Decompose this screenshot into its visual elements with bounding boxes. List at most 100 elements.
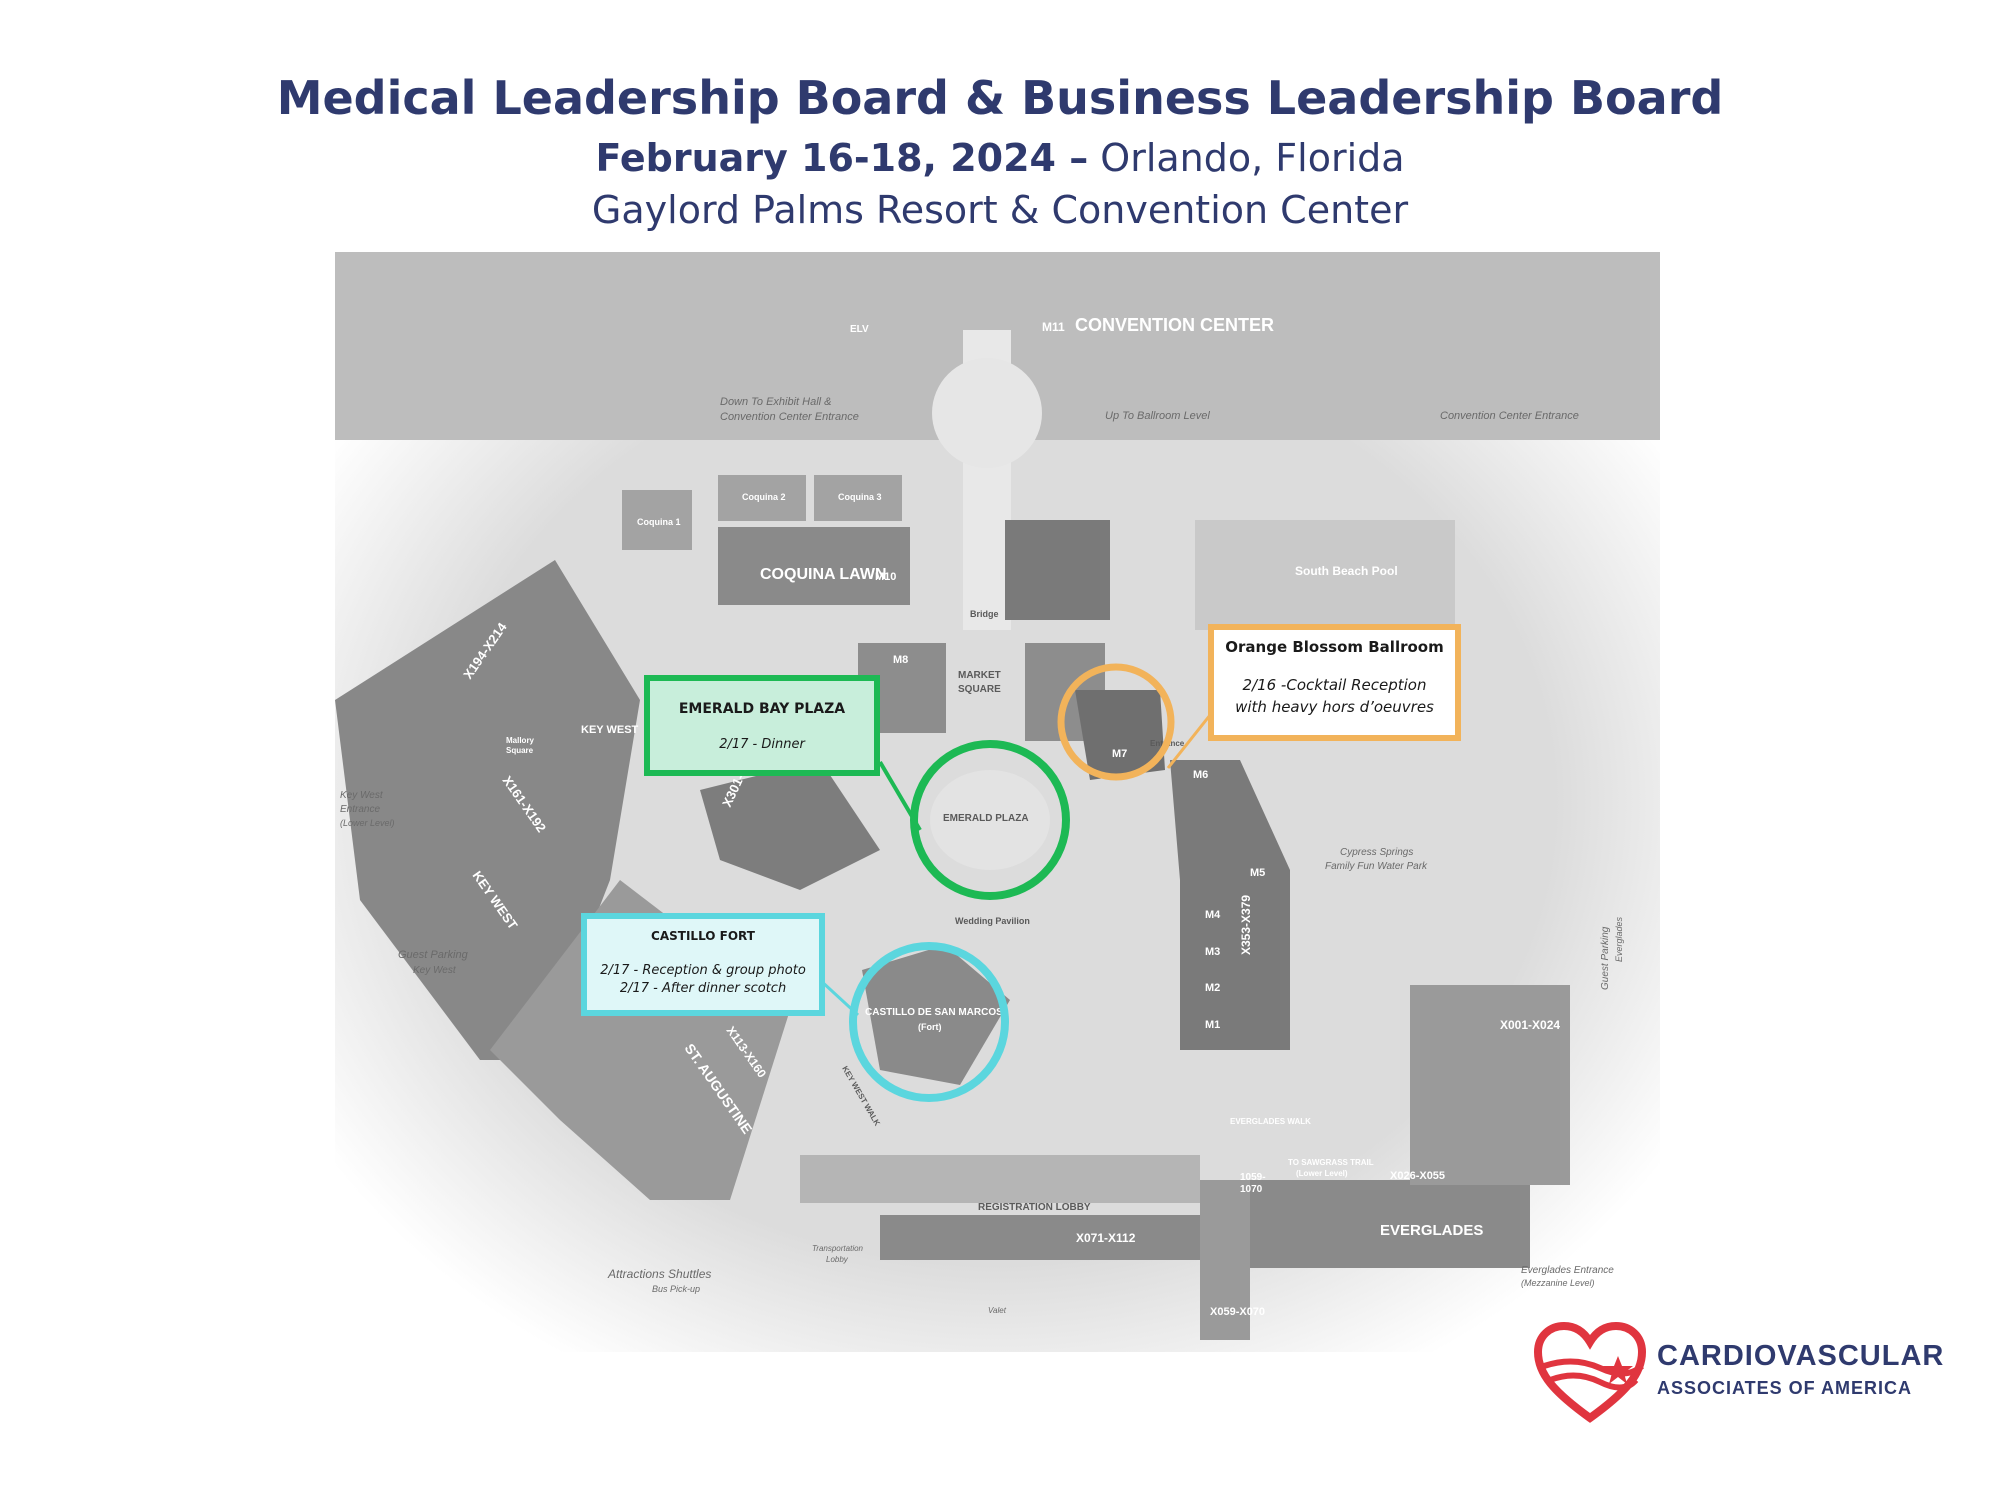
guest-parking-ev-label: Guest Parking — [1600, 926, 1611, 990]
convention-center-label: CONVENTION CENTER — [1075, 315, 1274, 335]
wedding-pavilion-label: Wedding Pavilion — [955, 916, 1030, 926]
emerald-plaza-pavilion — [930, 770, 1050, 870]
castillo-connector-line — [818, 978, 860, 1017]
heart-flag-icon — [1534, 1322, 1646, 1423]
cypress-springs-label: Cypress Springs — [1340, 847, 1413, 858]
everglades-label: EVERGLADES — [1380, 1222, 1483, 1239]
x026-label: X026-X055 — [1390, 1170, 1445, 1182]
coquina-2-room — [718, 475, 806, 521]
south-beach-pool-area — [1195, 520, 1455, 630]
registration-lobby — [800, 1155, 1200, 1203]
registration-lobby-label: REGISTRATION LOBBY — [978, 1202, 1091, 1213]
cypress-springs-label-2: Family Fun Water Park — [1325, 861, 1428, 872]
mallory-label: Mallory — [506, 736, 535, 745]
castillo-label-2: (Fort) — [918, 1022, 942, 1032]
down-exhibit-label: Down To Exhibit Hall & — [720, 396, 831, 408]
building-m5 — [1005, 520, 1110, 620]
emerald-callout-title: EMERALD BAY PLAZA — [678, 701, 846, 717]
m6-label: M6 — [1193, 769, 1208, 781]
x059-1070-label: 1059- — [1240, 1172, 1266, 1183]
cva-logo: CARDIOVASCULAR ASSOCIATES OF AMERICA — [1534, 1322, 1954, 1423]
building-x059 — [1200, 1180, 1250, 1340]
coquina-2-label: Coquina 2 — [742, 492, 786, 502]
castillo-callout-title: CASTILLO FORT — [651, 929, 755, 943]
coquina-lawn-label: COQUINA LAWN — [760, 566, 887, 583]
guest-parking-kw-label: Guest Parking — [398, 949, 469, 961]
logo-line1: CARDIOVASCULAR — [1657, 1340, 1945, 1372]
castillo-callout-line2: 2/17 - After dinner scotch — [619, 981, 787, 996]
emerald-connector-line — [878, 760, 922, 832]
building-x301 — [700, 760, 880, 890]
down-exhibit-label-2: Convention Center Entrance — [720, 411, 859, 423]
building-m-tower — [1170, 760, 1290, 1050]
orange-blossom-highlight-circle — [1057, 663, 1175, 781]
coquina-1-label: Coquina 1 — [637, 517, 681, 527]
bridge-label: Bridge — [970, 609, 999, 619]
coquina-3-label: Coquina 3 — [838, 492, 882, 502]
page-header: Medical Leadership Board & Business Lead… — [0, 70, 2000, 236]
x071-label: X071-X112 — [1076, 1231, 1136, 1245]
event-city: Orlando, Florida — [1088, 136, 1405, 180]
orange-callout-title: Orange Blossom Ballroom — [1225, 638, 1444, 656]
logo-line2: ASSOCIATES OF AMERICA — [1657, 1378, 1913, 1398]
m5-label: M5 — [1250, 867, 1265, 879]
x059-1070-label-2: 1070 — [1240, 1184, 1263, 1195]
elevator-icon-label: ELV — [850, 324, 869, 335]
emerald-plaza-label: EMERALD PLAZA — [943, 813, 1029, 824]
coquina-3-room — [814, 475, 902, 521]
orange-callout-line2: with heavy hors d’oeuvres — [1235, 698, 1434, 716]
orange-blossom-building — [1075, 690, 1165, 780]
transportation-lobby-label-2: Lobby — [826, 1255, 849, 1264]
orange-blossom-callout: Orange Blossom Ballroom 2/16 -Cocktail R… — [1208, 624, 1461, 741]
event-venue: Gaylord Palms Resort & Convention Center — [591, 188, 1409, 232]
everglades-entrance-label-2: (Mezzanine Level) — [1521, 1278, 1595, 1288]
key-west-tower — [335, 560, 640, 1060]
coquina-1-room — [622, 490, 692, 550]
convention-entrance-label: Convention Center Entrance — [1440, 410, 1579, 422]
m7-label: M7 — [1112, 748, 1127, 760]
transportation-lobby-label: Transportation — [812, 1244, 864, 1253]
m1-label: M1 — [1205, 1019, 1220, 1031]
everglades-building — [1200, 1180, 1530, 1268]
x353-label: X353-X379 — [1239, 895, 1253, 955]
m8-label: M8 — [893, 654, 908, 666]
sawgrass-trail-label: TO SAWGRASS TRAIL — [1288, 1158, 1374, 1167]
building-x071 — [880, 1215, 1200, 1260]
m3-label: M3 — [1205, 946, 1220, 958]
guest-parking-kw-label-2: Key West — [413, 965, 457, 976]
castillo-label: CASTILLO DE SAN MARCOS — [865, 1007, 1003, 1018]
m4-label: M4 — [1205, 909, 1221, 921]
orange-callout-line1: 2/16 -Cocktail Reception — [1242, 676, 1427, 694]
guest-parking-ev-label-2: Everglades — [1614, 916, 1624, 962]
mallory-label-2: Square — [506, 746, 534, 755]
event-date-location: February 16-18, 2024 – Orlando, Florida — [0, 132, 2000, 184]
up-ballroom-label: Up To Ballroom Level — [1105, 410, 1210, 422]
x001-label: X001-X024 — [1500, 1018, 1560, 1032]
key-west-label: KEY WEST — [581, 724, 639, 736]
x059-x070-label: X059-X070 — [1210, 1306, 1265, 1318]
m11-label: M11 — [1042, 320, 1065, 334]
south-beach-pool-label: South Beach Pool — [1295, 564, 1398, 578]
market-square-label-2: SQUARE — [958, 684, 1001, 695]
castillo-fort-callout: CASTILLO FORT 2/17 - Reception & group p… — [581, 913, 825, 1016]
castillo-callout-line1: 2/17 - Reception & group photo — [600, 963, 806, 978]
m2-label: M2 — [1205, 982, 1220, 994]
attractions-shuttles-label-2: Bus Pick-up — [652, 1284, 700, 1294]
event-date: February 16-18, 2024 – — [595, 136, 1089, 180]
rotunda — [932, 358, 1042, 468]
market-square-label: MARKET — [958, 670, 1001, 681]
everglades-walk-label: EVERGLADES WALK — [1230, 1117, 1311, 1126]
key-west-entrance-label: Key West — [340, 790, 384, 801]
attractions-shuttles-label: Attractions Shuttles — [607, 1267, 711, 1281]
page-title: Medical Leadership Board & Business Lead… — [276, 71, 1724, 125]
building-x001 — [1410, 985, 1570, 1185]
valet-label: Valet — [988, 1306, 1007, 1315]
everglades-entrance-label: Everglades Entrance — [1521, 1265, 1614, 1276]
castillo-fort-highlight-circle — [849, 942, 1009, 1102]
sawgrass-trail-label-2: (Lower Level) — [1296, 1169, 1348, 1178]
m10-label: M10 — [875, 571, 896, 583]
key-west-entrance-label-3: (Lower Level) — [340, 818, 395, 828]
coquina-lawn-building — [718, 527, 910, 605]
emerald-callout-line1: 2/17 - Dinner — [719, 737, 805, 752]
